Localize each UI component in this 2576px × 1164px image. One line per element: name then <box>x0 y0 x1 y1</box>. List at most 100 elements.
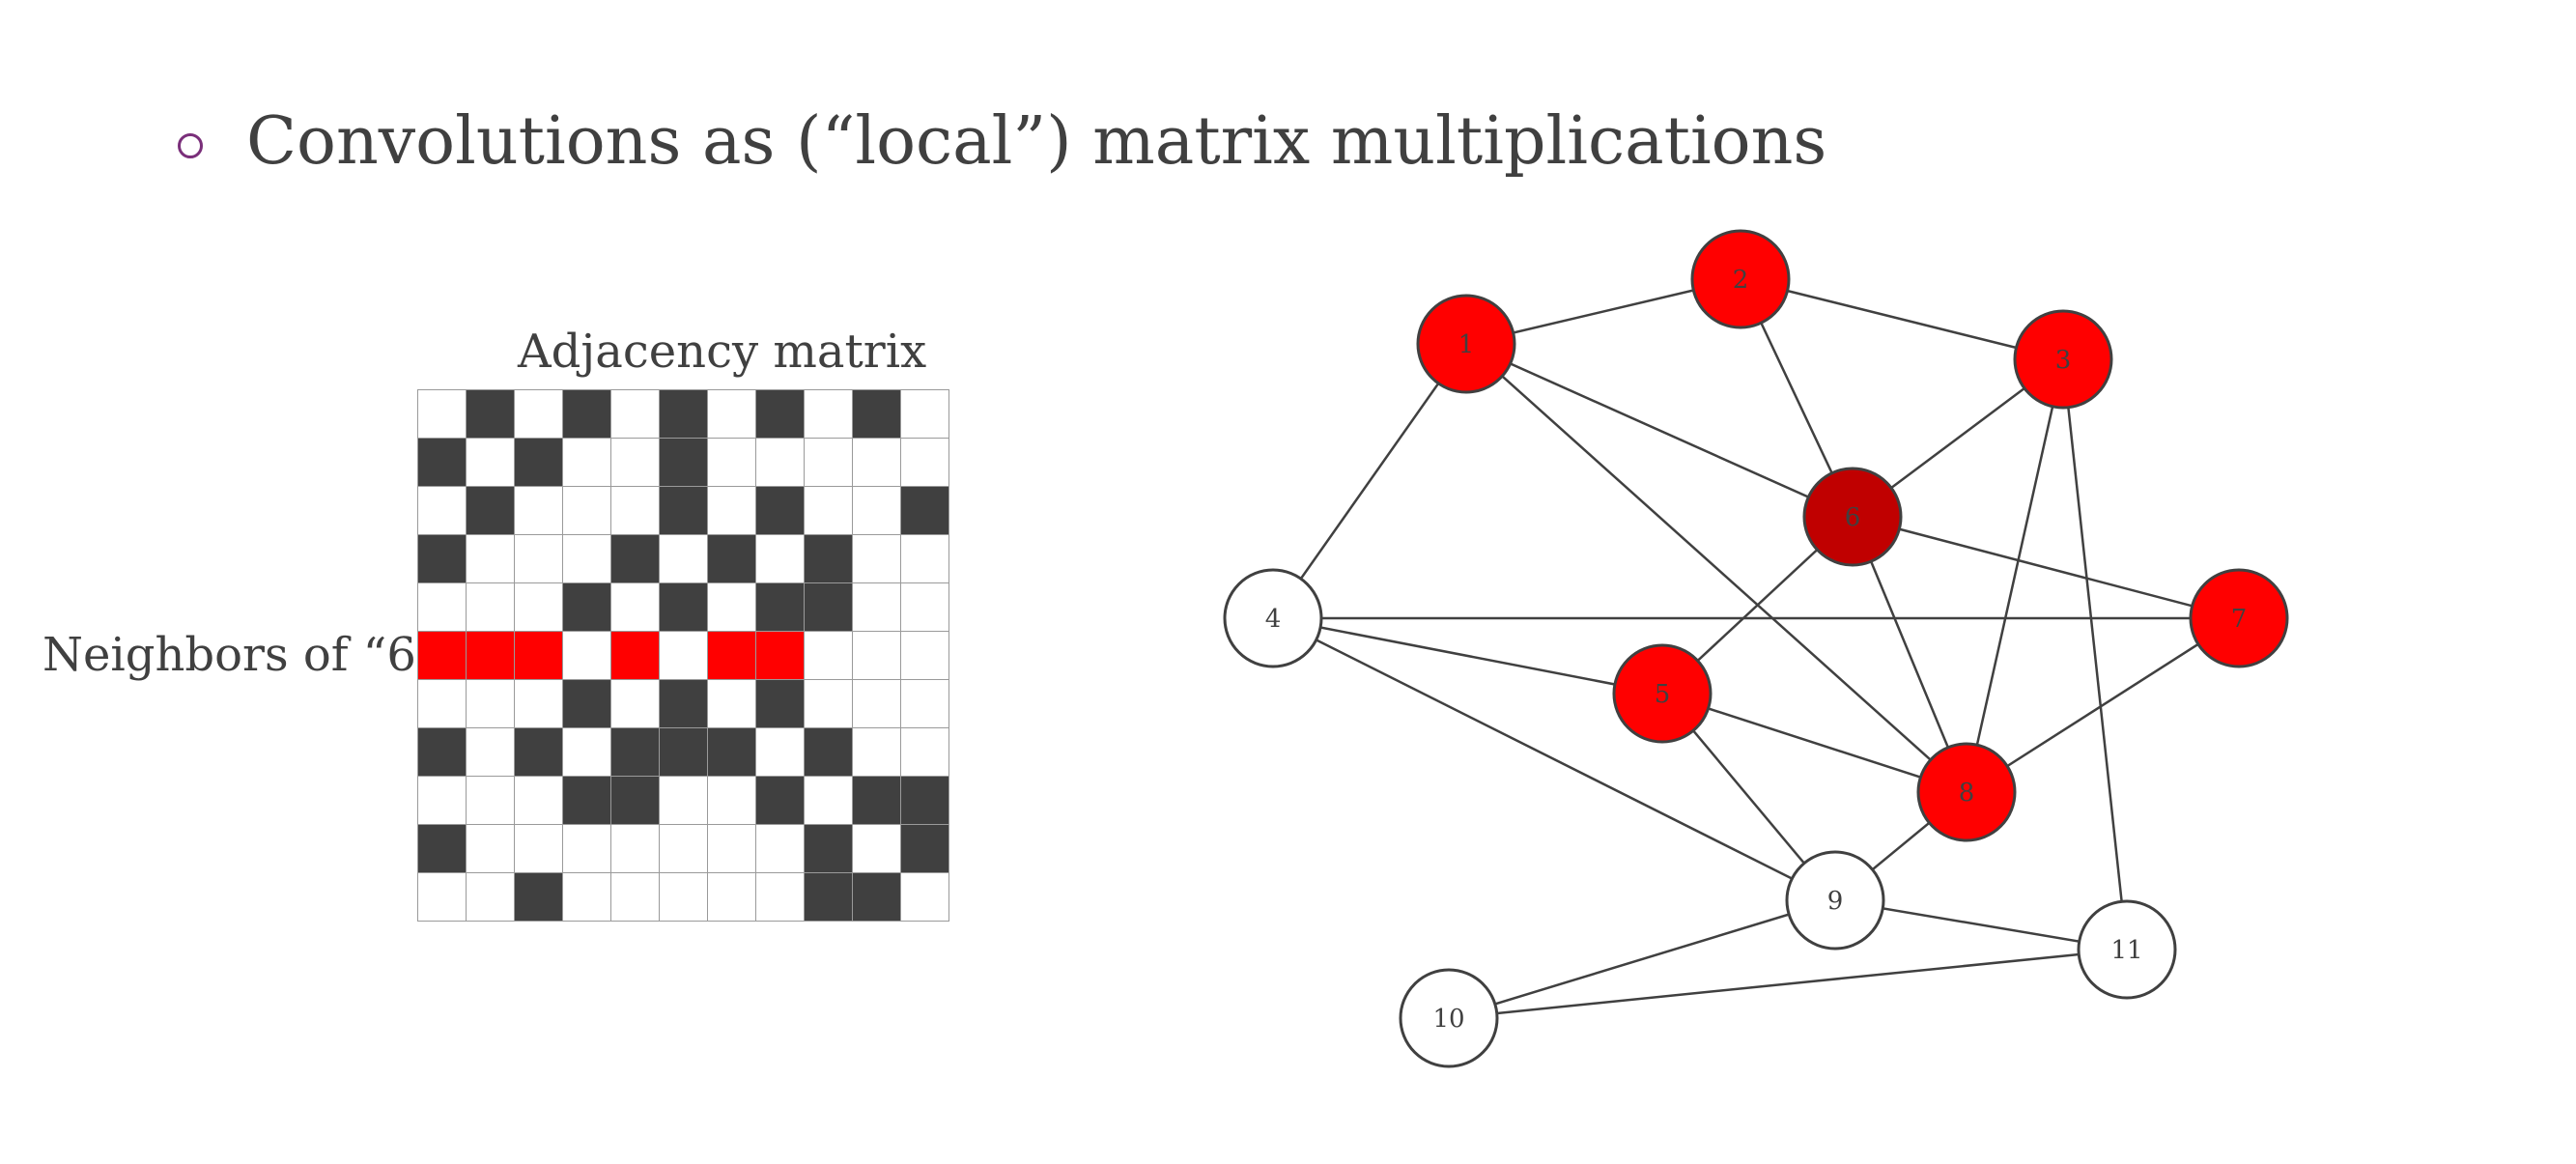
adjacency-matrix-title: Adjacency matrix <box>518 325 927 379</box>
matrix-cell-empty <box>708 439 756 487</box>
matrix-cell-empty <box>901 390 949 439</box>
matrix-cell-filled <box>418 728 467 777</box>
matrix-cell-empty <box>660 825 708 873</box>
matrix-cell-filled <box>467 390 515 439</box>
matrix-cell-empty <box>418 777 467 825</box>
matrix-cell-filled <box>756 777 805 825</box>
matrix-cell-filled <box>467 487 515 535</box>
matrix-cell-highlight <box>515 632 563 680</box>
node-label-3: 3 <box>2055 346 2072 375</box>
matrix-cell-empty <box>853 728 901 777</box>
matrix-cell-filled <box>611 535 660 583</box>
matrix-cell-filled <box>563 390 611 439</box>
matrix-cell-empty <box>611 680 660 728</box>
matrix-cell-empty <box>901 535 949 583</box>
node-circle-7 <box>2189 568 2289 668</box>
matrix-cell-empty <box>708 583 756 632</box>
node-label-2: 2 <box>1733 266 1749 295</box>
slide-title: Convolutions as (“local”) matrix multipl… <box>246 103 1827 180</box>
matrix-cell-empty <box>418 390 467 439</box>
matrix-cell-empty <box>418 680 467 728</box>
node-circle-8 <box>1916 742 2017 842</box>
edge-6-7 <box>1852 515 2240 620</box>
matrix-cell-empty <box>660 632 708 680</box>
matrix-cell-empty <box>853 487 901 535</box>
matrix-cell-empty <box>611 583 660 632</box>
node-circle-6 <box>1802 467 1903 567</box>
matrix-cell-empty <box>901 728 949 777</box>
node-circle-4 <box>1223 568 1323 668</box>
matrix-cell-empty <box>901 632 949 680</box>
matrix-cell-empty <box>563 487 611 535</box>
node-label-9: 9 <box>1827 887 1844 916</box>
matrix-cell-highlight <box>418 632 467 680</box>
matrix-cell-filled <box>660 487 708 535</box>
matrix-cell-empty <box>660 873 708 922</box>
node-2: 2 <box>1690 229 1791 329</box>
matrix-cell-filled <box>660 390 708 439</box>
node-label-11: 11 <box>2110 936 2142 965</box>
matrix-cell-filled <box>515 439 563 487</box>
matrix-cell-filled <box>853 777 901 825</box>
matrix-cell-filled <box>805 535 853 583</box>
node-label-1: 1 <box>1458 330 1475 359</box>
matrix-cell-empty <box>515 777 563 825</box>
matrix-cell-empty <box>418 873 467 922</box>
edge-9-10 <box>1448 898 1836 1020</box>
node-6: 6 <box>1802 467 1903 567</box>
matrix-cell-highlight <box>756 632 805 680</box>
matrix-cell-empty <box>515 390 563 439</box>
matrix-cell-filled <box>563 680 611 728</box>
matrix-cell-filled <box>853 390 901 439</box>
matrix-cell-highlight <box>708 632 756 680</box>
node-label-7: 7 <box>2231 605 2248 634</box>
matrix-cell-empty <box>901 873 949 922</box>
matrix-cell-empty <box>708 777 756 825</box>
matrix-cell-empty <box>563 632 611 680</box>
matrix-cell-empty <box>467 728 515 777</box>
matrix-cell-filled <box>563 777 611 825</box>
node-circle-10 <box>1399 968 1499 1068</box>
matrix-cell-filled <box>805 583 853 632</box>
matrix-cell-filled <box>515 873 563 922</box>
matrix-cell-filled <box>805 825 853 873</box>
node-circle-5 <box>1612 643 1713 744</box>
matrix-cell-filled <box>660 680 708 728</box>
matrix-cell-filled <box>756 390 805 439</box>
matrix-cell-empty <box>467 680 515 728</box>
matrix-cell-empty <box>708 390 756 439</box>
matrix-cell-filled <box>901 487 949 535</box>
matrix-cell-filled <box>853 873 901 922</box>
matrix-cell-empty <box>853 439 901 487</box>
matrix-cell-filled <box>756 487 805 535</box>
node-3: 3 <box>2013 309 2113 410</box>
matrix-cell-filled <box>901 777 949 825</box>
node-7: 7 <box>2189 568 2289 668</box>
node-1: 1 <box>1416 294 1516 394</box>
matrix-cell-highlight <box>611 632 660 680</box>
hollow-circle-bullet-icon <box>178 133 203 158</box>
node-label-8: 8 <box>1959 779 1975 808</box>
matrix-cell-filled <box>901 825 949 873</box>
matrix-cell-empty <box>611 825 660 873</box>
matrix-cell-empty <box>756 728 805 777</box>
matrix-cell-empty <box>805 487 853 535</box>
matrix-cell-filled <box>805 728 853 777</box>
matrix-cell-empty <box>563 439 611 487</box>
matrix-cell-empty <box>563 535 611 583</box>
neighbors-row-label: Neighbors of “6” <box>42 628 440 682</box>
node-11: 11 <box>2077 899 2177 1000</box>
matrix-cell-empty <box>467 825 515 873</box>
matrix-cell-empty <box>805 632 853 680</box>
matrix-cell-empty <box>756 439 805 487</box>
matrix-cell-empty <box>467 583 515 632</box>
matrix-cell-filled <box>611 728 660 777</box>
matrix-cell-empty <box>901 439 949 487</box>
node-label-10: 10 <box>1432 1005 1464 1034</box>
matrix-cell-empty <box>708 680 756 728</box>
matrix-cell-empty <box>515 680 563 728</box>
matrix-cell-filled <box>708 728 756 777</box>
node-5: 5 <box>1612 643 1713 744</box>
node-circle-9 <box>1785 850 1885 951</box>
